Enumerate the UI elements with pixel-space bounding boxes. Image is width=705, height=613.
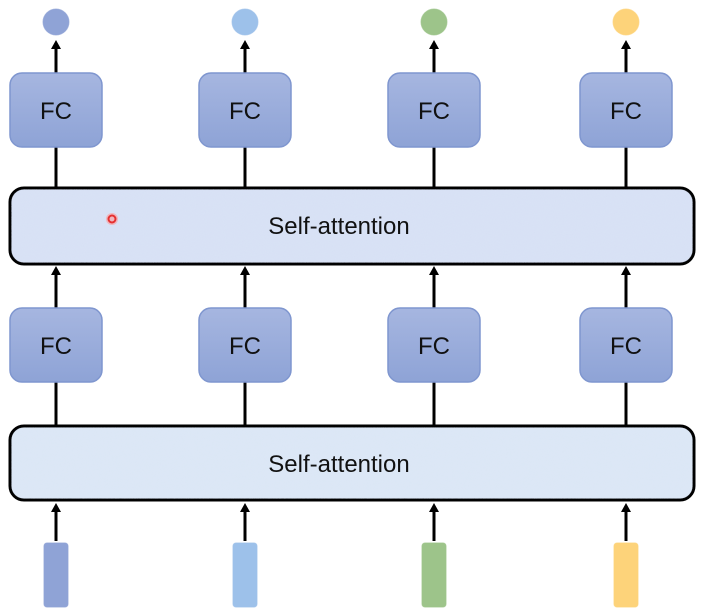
fc-block: FC bbox=[387, 72, 481, 148]
self-attention-label: Self-attention bbox=[268, 451, 409, 478]
fc-label: FC bbox=[229, 333, 261, 360]
output-node bbox=[231, 8, 259, 36]
fc-box bbox=[579, 72, 673, 148]
arrow-head bbox=[429, 503, 439, 512]
fc-label: FC bbox=[40, 333, 72, 360]
input-vector bbox=[613, 542, 639, 608]
fc-block: FC bbox=[198, 307, 292, 383]
arrow-head bbox=[240, 266, 250, 275]
input-vector bbox=[43, 542, 69, 608]
fc-label: FC bbox=[610, 98, 642, 125]
arrow-head bbox=[429, 266, 439, 275]
fc-block: FC bbox=[198, 72, 292, 148]
fc-block: FC bbox=[9, 72, 103, 148]
output-nodes bbox=[42, 8, 640, 36]
arrow-head bbox=[51, 266, 61, 275]
fc-label: FC bbox=[40, 98, 72, 125]
fc-block: FC bbox=[579, 307, 673, 383]
arrow-head bbox=[51, 503, 61, 512]
fc-layer-2: FC FC FC FC bbox=[9, 72, 673, 148]
fc-layer-1: FC FC FC FC bbox=[9, 307, 673, 383]
output-node bbox=[42, 8, 70, 36]
fc-box bbox=[579, 307, 673, 383]
self-attention-label: Self-attention bbox=[268, 213, 409, 240]
fc-box bbox=[198, 72, 292, 148]
arrows-group bbox=[51, 40, 631, 541]
arrow-head bbox=[621, 266, 631, 275]
fc-label: FC bbox=[418, 98, 450, 125]
texture-overlay bbox=[11, 189, 693, 263]
arrow-head bbox=[51, 40, 61, 49]
input-vector bbox=[421, 542, 447, 608]
fc-box bbox=[387, 307, 481, 383]
arrow-head bbox=[621, 40, 631, 49]
fc-label: FC bbox=[418, 333, 450, 360]
arrow-head bbox=[621, 503, 631, 512]
arrow-head bbox=[240, 40, 250, 49]
self-attention-layer-1: Self-attention bbox=[8, 424, 696, 502]
input-vector bbox=[232, 542, 258, 608]
fc-label: FC bbox=[229, 98, 261, 125]
input-vectors bbox=[43, 542, 639, 608]
fc-block: FC bbox=[387, 307, 481, 383]
output-node bbox=[612, 8, 640, 36]
arrow-head bbox=[240, 503, 250, 512]
texture-overlay bbox=[11, 427, 693, 499]
fc-box bbox=[198, 307, 292, 383]
fc-box bbox=[387, 72, 481, 148]
cursor-marker bbox=[106, 213, 118, 225]
fc-box bbox=[9, 72, 103, 148]
output-node bbox=[420, 8, 448, 36]
self-attention-layer-2: Self-attention bbox=[8, 186, 696, 266]
arrow-head bbox=[429, 40, 439, 49]
fc-label: FC bbox=[610, 333, 642, 360]
fc-box bbox=[9, 307, 103, 383]
fc-block: FC bbox=[579, 72, 673, 148]
fc-block: FC bbox=[9, 307, 103, 383]
